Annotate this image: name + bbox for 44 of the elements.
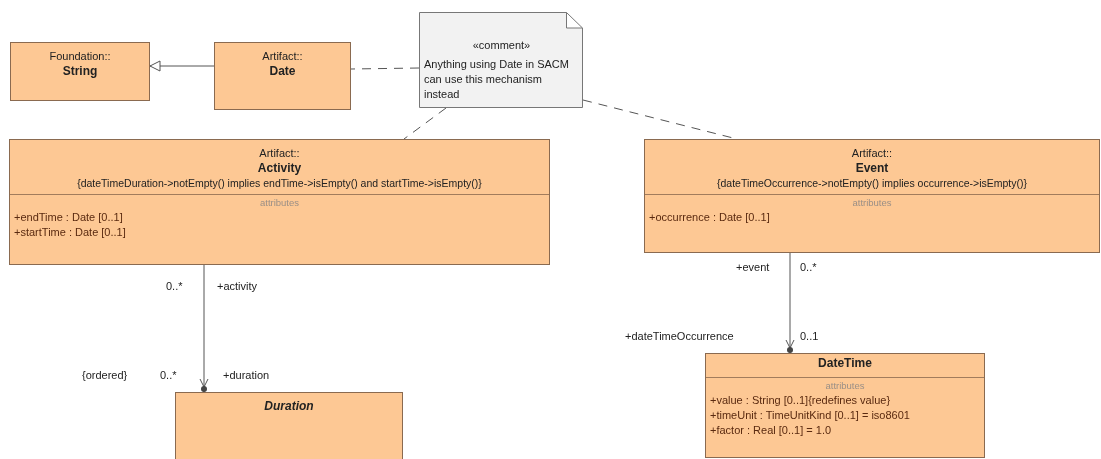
role-name-label: +duration xyxy=(223,369,270,382)
stereotype-text: Artifact:: xyxy=(850,146,894,161)
stereotype-text: Artifact:: xyxy=(261,49,304,64)
constraint-text: {dateTimeOccurrence->notEmpty() implies occurrence->isEmpty()} xyxy=(715,176,1029,191)
generalization-arrow xyxy=(149,60,215,72)
stereotype-text: «comment» xyxy=(471,38,532,53)
note-connector xyxy=(403,107,447,140)
class-box xyxy=(705,353,985,458)
attribute-text: +timeUnit : TimeUnitKind [0..1] = iso8601 xyxy=(709,408,911,423)
role-name-label: +event xyxy=(736,261,770,274)
attribute-text: +endTime : Date [0..1] xyxy=(13,210,124,225)
attribute-text: +value : String [0..1]{redefines value} xyxy=(709,393,892,408)
class-box xyxy=(9,139,550,265)
class-box xyxy=(10,42,150,101)
class-name: Activity xyxy=(256,161,303,176)
role-name-label: +activity xyxy=(217,280,258,293)
class-box xyxy=(175,392,403,459)
multiplicity-label: 0..* xyxy=(800,261,817,274)
compartment-label: attributes xyxy=(851,196,893,210)
comment-note xyxy=(419,12,583,108)
stereotype-text: Artifact:: xyxy=(258,146,301,161)
multiplicity-label: 0..1 xyxy=(800,330,819,343)
role-name-label: +dateTimeOccurrence xyxy=(625,330,734,343)
constraint-label: {ordered} xyxy=(82,369,128,382)
class-box xyxy=(644,139,1100,253)
stereotype-text: Foundation:: xyxy=(48,49,112,64)
class-name: DateTime xyxy=(817,356,873,372)
class-name: Date xyxy=(268,64,297,79)
comment-text: Anything using Date in SACM can use this mechanism instead xyxy=(424,57,570,102)
class-name: String xyxy=(61,64,99,79)
attribute-text: +factor : Real [0..1] = 1.0 xyxy=(709,423,833,438)
constraint-text: {dateTimeDuration->notEmpty() implies endTime->isEmpty() and startTime->isEmpty()} xyxy=(76,176,483,191)
attribute-text: +startTime : Date [0..1] xyxy=(13,225,127,240)
compartment-label: attributes xyxy=(258,196,301,210)
attribute-text: +occurrence : Date [0..1] xyxy=(648,210,771,225)
multiplicity-label: 0..* xyxy=(160,369,177,382)
compartment-label: attributes xyxy=(824,379,866,393)
association-arrow xyxy=(785,252,795,354)
class-box xyxy=(214,42,351,110)
multiplicity-label: 0..* xyxy=(166,280,183,293)
note-connector xyxy=(350,67,420,70)
class-name: Event xyxy=(854,161,890,176)
class-name: Duration xyxy=(263,399,315,414)
association-arrow xyxy=(199,264,209,393)
